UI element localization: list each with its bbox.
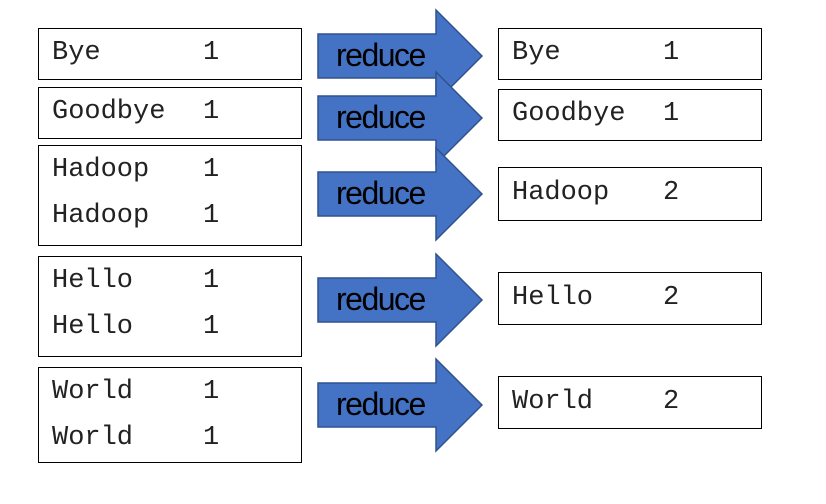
value: 1 [663,99,680,129]
output-line: Goodbye 1 [512,99,679,129]
input-box-bye: Bye 1 [38,28,302,80]
key: Hello [52,266,134,296]
input-box-world: World 1 World 1 [38,367,302,463]
input-line: World 1 [52,377,219,407]
reduce-arrow: reduce [317,252,484,348]
value: 1 [203,423,220,453]
key: Bye [512,38,561,68]
input-line: Bye 1 [52,38,219,68]
arrow-shape [317,146,484,242]
reduce-label: reduce [336,281,426,317]
value: 1 [203,266,220,296]
key: World [512,387,594,417]
reduce-label: reduce [336,99,426,135]
input-line: Hadoop 1 [52,201,219,231]
reduce-arrow: reduce [317,146,484,242]
input-box-hello: Hello 1 Hello 1 [38,256,302,357]
key: Goodbye [52,97,166,127]
key: World [52,423,134,453]
value: 1 [203,155,220,185]
key: Hello [52,312,134,342]
reduce-arrow: reduce [317,357,484,453]
value: 1 [203,38,220,68]
value: 1 [203,377,220,407]
value: 1 [203,312,220,342]
key: Hadoop [512,178,610,208]
input-line: Goodbye 1 [52,97,219,127]
key: Hadoop [52,201,150,231]
arrow-shape [317,70,484,166]
input-line: Hello 1 [52,312,219,342]
input-line: World 1 [52,423,219,453]
output-box-hello: Hello 2 [498,272,762,325]
value: 2 [663,387,680,417]
input-box-hadoop: Hadoop 1 Hadoop 1 [38,145,302,246]
value: 1 [203,97,220,127]
key: World [52,377,134,407]
arrow-shape [317,357,484,453]
output-line: Hello 2 [512,283,679,313]
arrow-shape [317,252,484,348]
output-line: Bye 1 [512,38,679,68]
value: 2 [663,283,680,313]
reduce-arrow: reduce [317,70,484,166]
key: Goodbye [512,99,626,129]
output-line: World 2 [512,387,679,417]
key: Hello [512,283,594,313]
reduce-label: reduce [336,37,426,73]
output-box-bye: Bye 1 [498,28,762,80]
value: 1 [663,38,680,68]
key: Hadoop [52,155,150,185]
output-box-hadoop: Hadoop 2 [498,167,762,221]
input-box-goodbye: Goodbye 1 [38,87,302,139]
output-line: Hadoop 2 [512,178,679,208]
reduce-label: reduce [336,386,426,422]
output-box-world: World 2 [498,376,762,429]
output-box-goodbye: Goodbye 1 [498,89,762,141]
key: Bye [52,38,101,68]
input-line: Hadoop 1 [52,155,219,185]
value: 1 [203,201,220,231]
reduce-label: reduce [336,175,426,211]
input-line: Hello 1 [52,266,219,296]
value: 2 [663,178,680,208]
